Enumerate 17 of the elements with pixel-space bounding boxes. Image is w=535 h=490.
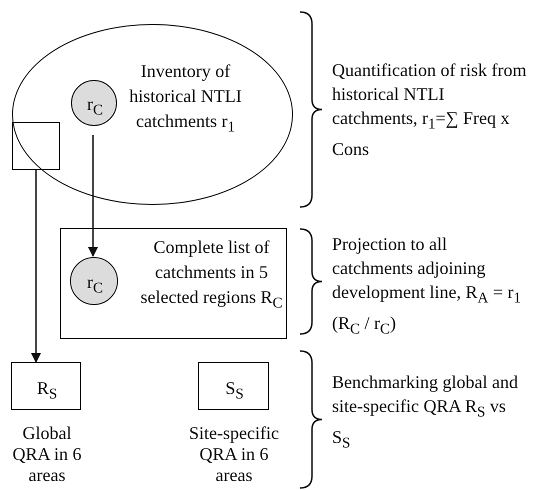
annotation-text: Benchmarking global and site-specific QRA R$_{S}$ vs S$_{S}$ [332,371,519,454]
node-text: r$_{C}$ [86,271,104,299]
node-caption: Site-specific QRA in 6 areas [188,423,280,486]
circle-node [71,80,117,126]
process-box [60,228,287,339]
annotation-text: Projection to all catchments adjoining development line, R$_{A}$ = r$_{1}$ (R$_{C}$ / r$_{C}$) [332,233,522,340]
node-caption: Global QRA in 6 areas [11,423,82,486]
ellipse-node [12,24,293,205]
arrow [88,135,98,257]
circle-node [70,257,118,305]
node-text: R$_{S}$ [36,377,58,405]
annotation-text: Quantification of risk from historical NTLI catchments, r$_{1}$=∑ Freq x Cons [332,59,528,161]
node-text: S$_{S}$ [224,377,245,405]
arrow [31,170,41,363]
node-text: Inventory of historical NTLI catchments r$_{1}$ [128,60,243,138]
node-text: r$_{C}$ [86,93,104,121]
node-text: Complete list of catchments in 5 selected regions R$_{C}$ [140,236,284,314]
